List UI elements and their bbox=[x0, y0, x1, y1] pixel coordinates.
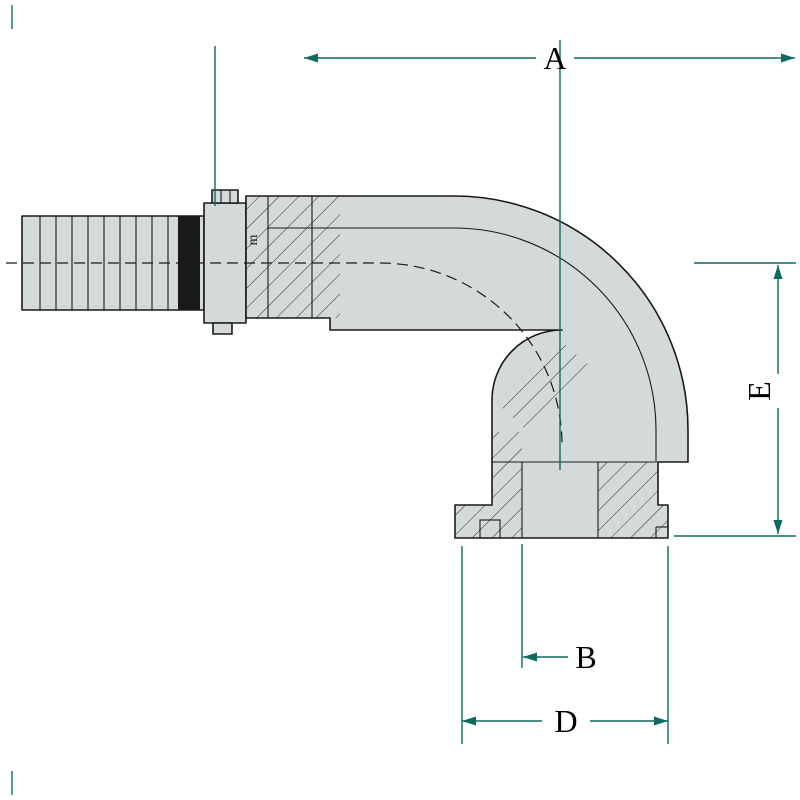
dim-e-arrow-up bbox=[773, 265, 783, 279]
hatch-socket bbox=[246, 196, 340, 318]
hatch-flange-left bbox=[455, 505, 522, 538]
elbow-body: m bbox=[245, 195, 689, 539]
dim-d-arrow-left bbox=[462, 716, 476, 726]
dimension-b: B bbox=[521, 544, 597, 675]
hatch-left-wall bbox=[492, 432, 522, 505]
hatch-right-wall bbox=[598, 462, 658, 505]
hatch-inner-bend bbox=[497, 340, 592, 432]
hose-tail bbox=[21, 215, 205, 311]
crimp-band bbox=[178, 216, 200, 310]
centerline bbox=[6, 262, 563, 446]
collar-bottom-tab bbox=[212, 322, 233, 335]
collar bbox=[203, 189, 247, 335]
dimension-a-label: A bbox=[543, 40, 566, 76]
bore-wall-line bbox=[268, 227, 657, 461]
dimension-b-label: B bbox=[575, 639, 596, 675]
hatch-flange-right bbox=[598, 505, 668, 538]
dimension-e-label: E bbox=[741, 381, 777, 401]
collar-top-tab bbox=[211, 189, 239, 204]
dim-a-arrow-left bbox=[304, 53, 318, 63]
elbow-outline bbox=[245, 195, 689, 539]
dim-e-arrow-down bbox=[773, 520, 783, 534]
flange-groove bbox=[479, 519, 501, 539]
dimension-a: A bbox=[214, 40, 795, 470]
dim-a-arrow-right bbox=[781, 53, 795, 63]
dim-d-arrow-right bbox=[654, 716, 668, 726]
dim-b-arrow-left bbox=[523, 652, 537, 662]
bend-centerline-arc bbox=[379, 262, 563, 446]
internal-lines bbox=[267, 196, 658, 538]
dimension-d-label: D bbox=[554, 703, 577, 739]
section-hatching bbox=[246, 196, 668, 538]
flange-details bbox=[479, 519, 668, 539]
dimension-e: E bbox=[674, 262, 796, 537]
part-stamp: m bbox=[246, 234, 261, 245]
dimension-d: D bbox=[461, 546, 669, 744]
